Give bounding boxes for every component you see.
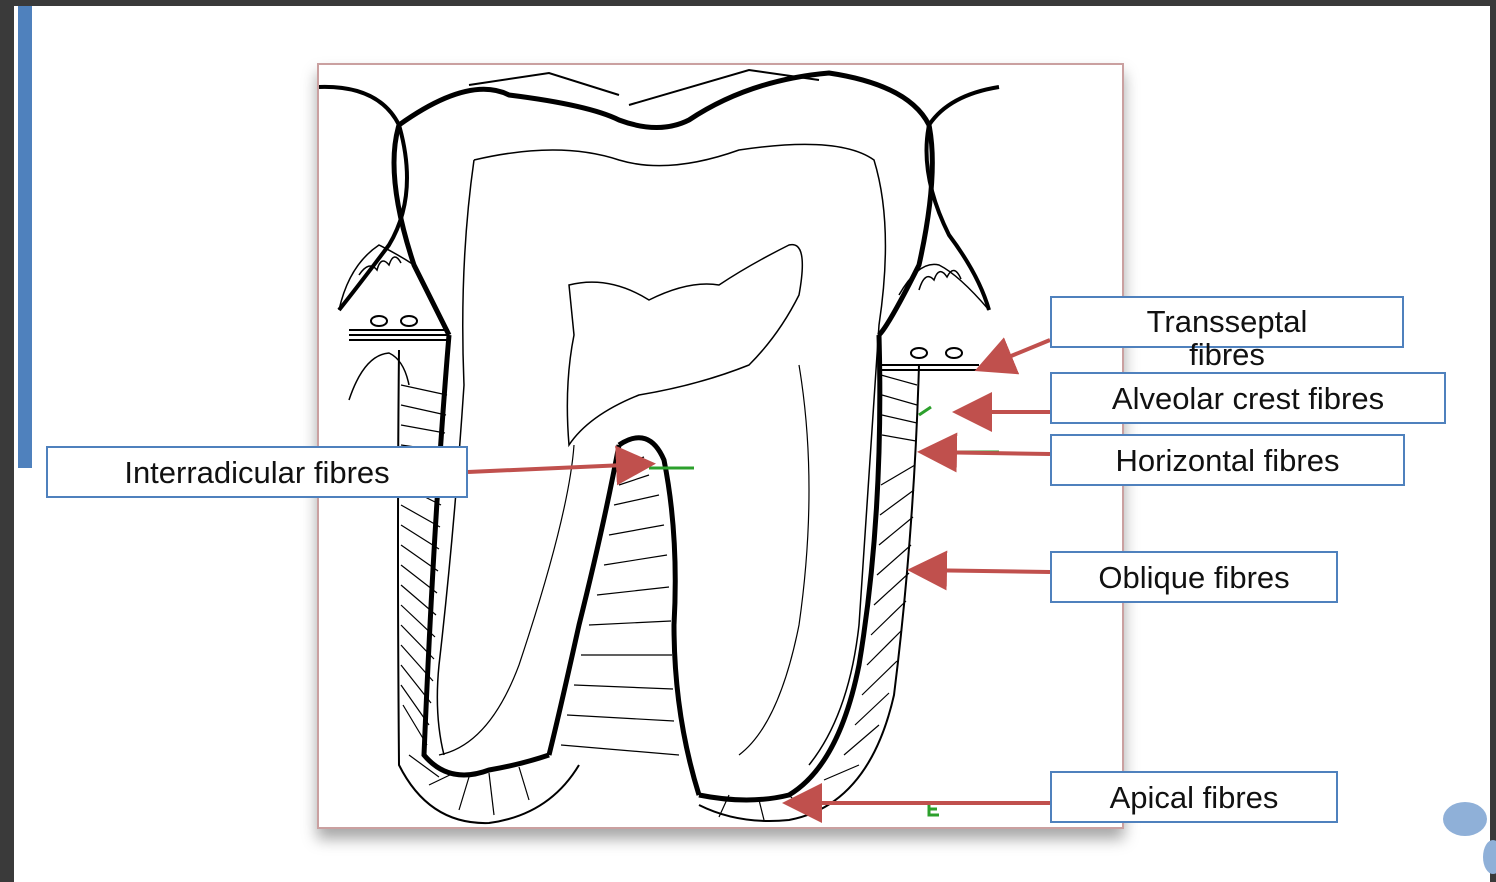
crown-outline xyxy=(399,73,932,335)
slide-accent-bar xyxy=(18,6,32,468)
label-alveolar-crest-fibres: Alveolar crest fibres xyxy=(1050,372,1446,424)
pulp-canal-inner xyxy=(439,365,809,755)
label-interradicular-text: Interradicular fibres xyxy=(48,457,466,490)
label-oblique-fibres: Oblique fibres xyxy=(1050,551,1338,603)
crown-outline-left xyxy=(394,125,449,335)
green-fibre-markers xyxy=(649,407,999,815)
label-apical-text: Apical fibres xyxy=(1052,782,1336,815)
label-alveolar-crest-text: Alveolar crest fibres xyxy=(1052,383,1444,416)
transseptal-band-left xyxy=(349,316,449,340)
label-transseptal-fibres: Transseptal fibres xyxy=(1050,296,1404,348)
gingiva-right xyxy=(899,264,989,310)
label-transseptal-text: Transseptal fibres xyxy=(1117,306,1337,371)
root-furcation-left xyxy=(549,445,619,755)
dentin-outline xyxy=(474,144,885,765)
label-horizontal-text: Horizontal fibres xyxy=(1052,445,1403,478)
label-apical-fibres: Apical fibres xyxy=(1050,771,1338,823)
root-outline-right xyxy=(699,335,880,800)
label-horizontal-fibres: Horizontal fibres xyxy=(1050,434,1405,486)
neighbor-tooth-right xyxy=(927,87,1000,310)
gingiva-left xyxy=(339,245,414,310)
slide-nav-dot[interactable] xyxy=(1443,802,1487,836)
neighbor-tooth-left xyxy=(319,87,407,310)
pdl-hatching-interradicular xyxy=(561,457,679,755)
slide-nav-dot-secondary[interactable] xyxy=(1483,840,1496,874)
root-furcation xyxy=(619,438,699,795)
transseptal-band-right xyxy=(879,348,979,370)
label-oblique-text: Oblique fibres xyxy=(1052,562,1336,595)
bone-crest-left xyxy=(349,353,409,400)
pulp-chamber xyxy=(567,245,802,445)
enamel-cusp-lines xyxy=(469,70,819,105)
alveolar-bone-right xyxy=(699,365,919,821)
root-outline-left xyxy=(424,335,549,775)
label-interradicular-fibres: Interradicular fibres xyxy=(46,446,468,498)
